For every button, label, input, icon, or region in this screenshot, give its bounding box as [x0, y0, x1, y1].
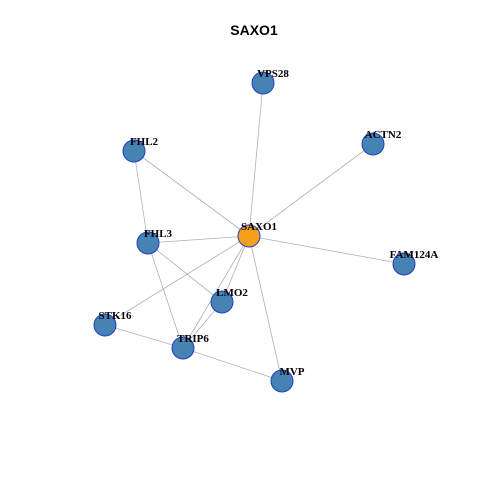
node-circle-stk16 — [93, 313, 117, 337]
node-lmo2: LMO2 — [210, 287, 248, 314]
node-circle-fam124a — [392, 252, 416, 276]
edge-stk16-trip6 — [104, 324, 184, 349]
edge-fhl2-fhl3 — [133, 150, 149, 244]
node-saxo1: SAXO1 — [237, 221, 277, 248]
node-circle-lmo2 — [210, 290, 234, 314]
edge-saxo1-fam124a — [248, 235, 405, 265]
edge-saxo1-lmo2 — [221, 235, 250, 303]
node-trip6: TRIP6 — [171, 333, 209, 360]
edge-fhl3-lmo2 — [147, 242, 223, 303]
edge-layer — [104, 82, 405, 382]
node-circle-trip6 — [171, 336, 195, 360]
edge-fhl3-trip6 — [147, 242, 184, 349]
diagram-title: SAXO1 — [230, 22, 278, 38]
node-label-actn2: ACTN2 — [365, 129, 402, 141]
node-actn2: ACTN2 — [361, 129, 402, 156]
node-circle-vps28 — [251, 71, 275, 95]
edge-saxo1-fhl3 — [147, 235, 250, 244]
node-label-mvp: MVP — [279, 366, 304, 378]
edge-saxo1-mvp — [248, 235, 283, 382]
node-label-lmo2: LMO2 — [216, 287, 248, 299]
node-circle-mvp — [270, 369, 294, 393]
edge-saxo1-stk16 — [104, 235, 250, 326]
node-fhl3: FHL3 — [136, 228, 173, 255]
node-label-stk16: STK16 — [98, 310, 132, 322]
node-circle-saxo1 — [237, 224, 261, 248]
node-circle-fhl3 — [136, 231, 160, 255]
edge-saxo1-trip6 — [182, 235, 250, 349]
edge-saxo1-actn2 — [248, 143, 374, 237]
node-label-fam124a: FAM124A — [390, 249, 439, 261]
node-label-saxo1: SAXO1 — [241, 221, 277, 233]
edge-fhl2-saxo1 — [133, 150, 250, 237]
node-circle-actn2 — [361, 132, 385, 156]
node-mvp: MVP — [270, 366, 305, 393]
node-fam124a: FAM124A — [390, 249, 439, 276]
edge-saxo1-vps28 — [248, 82, 264, 237]
node-fhl2: FHL2 — [122, 136, 159, 163]
node-label-trip6: TRIP6 — [177, 333, 209, 345]
node-label-fhl2: FHL2 — [130, 136, 159, 148]
node-vps28: VPS28 — [251, 68, 289, 95]
node-label-fhl3: FHL3 — [144, 228, 173, 240]
node-stk16: STK16 — [93, 310, 132, 337]
edge-trip6-mvp — [182, 347, 283, 382]
node-label-vps28: VPS28 — [257, 68, 289, 80]
node-circle-fhl2 — [122, 139, 146, 163]
